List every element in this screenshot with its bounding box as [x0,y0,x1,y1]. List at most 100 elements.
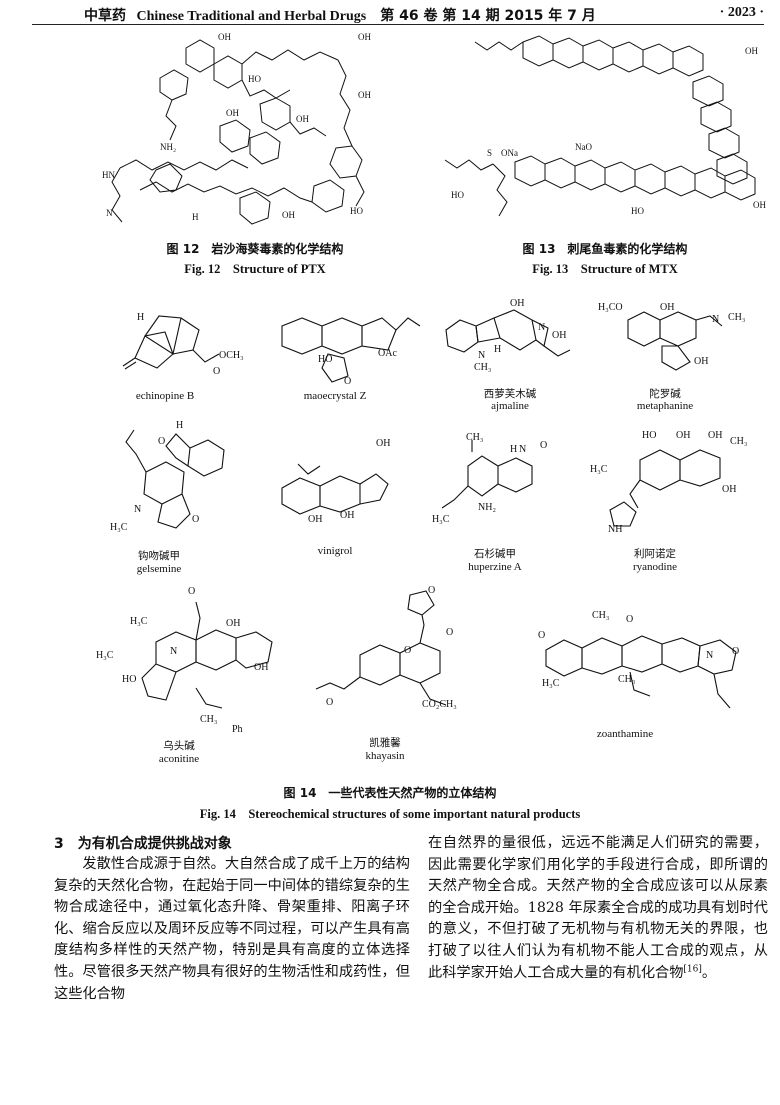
ptx-atom-label: HN [102,170,115,180]
mtx-atom-label: HO [631,206,644,216]
zoanthamine-atom: O [538,630,546,641]
molecule-name-en: huperzine A [468,561,522,573]
ptx-structure-drawing [111,39,365,225]
khayasin-atom: CO₂CH₃ [422,699,457,710]
header-rule [32,24,764,25]
mtx-atom-label: S [487,148,493,158]
molecule-name-en: maoecrystal Z [303,390,367,402]
molecule-name-en: gelsemine [136,563,182,575]
citation-ref: [16] [683,963,702,974]
aconitine-atom: O [188,586,196,597]
ryanodine-atom: HO [642,430,657,441]
ryanodine-atom: OH [676,430,691,441]
ajmaline-drawing [445,309,571,357]
molecule-huperzine-a: CH₃ H N O NH₂ H₃C [432,432,562,534]
ajmaline-atom: OH [510,298,525,309]
body-column-left: 发散性合成源于自然。大自然合成了成千上万的结构复杂的天然化合物，在起始于同一中间… [54,854,410,1005]
aconitine-atom: H₃C [96,650,114,661]
figure-14-caption-en: Fig. 14 Stereochemical structures of som… [199,807,581,821]
vinigrol-atom: OH [376,438,391,449]
ryanodine-atom: OH [722,484,737,495]
ptx-atom-label: HO [350,206,363,216]
mtx-atom-label: HO [451,190,464,200]
molecule-name-en: metaphanine [636,400,694,412]
maoecrystal-z-atom: HO [318,354,333,365]
aconitine-drawing [141,601,273,709]
metaphanine-drawing [627,311,723,371]
huperzine-a-atom: NH₂ [478,502,496,513]
molecule-name-en: zoanthamine [596,728,654,740]
figure-13-caption-zh: 图 13 刺尾鱼毒素的化学结构 [522,242,688,256]
ajmaline-atom: N [478,350,486,361]
echinopine-b-atom: O [213,366,221,377]
ptx-atom-label: OH [296,114,309,124]
ryanodine-atom: H₃C [590,464,608,475]
ajmaline-atom: CH₃ [474,362,492,373]
ptx-atom-label: HO [248,74,261,84]
molecule-gelsemine: H O N H₃C O [106,418,246,538]
echinopine-b-atom: H [137,312,145,323]
echinopine-b-atom: OCH₃ [219,350,244,361]
body-column-right: 在自然界的量很低，远远不能满足人们研究的需要，因此需要化学家们用化学的手段进行合… [428,833,768,984]
maoecrystal-z-atom: OAc [378,348,397,359]
khayasin-atom: O [404,645,412,656]
issue-info: 第 46 卷 第 14 期 2015 年 7 月 [380,8,596,24]
metaphanine-atom: OH [660,302,675,313]
khayasin-atom: O [326,697,334,708]
gelsemine-atom: H₃C [110,522,128,533]
ryanodine-drawing [609,449,721,527]
vinigrol-atom: OH [340,510,355,521]
zoanthamine-atom: H₃C [542,678,560,689]
molecule-name-zh: 西萝芙木碱 [483,388,537,400]
ajmaline-atom: OH [552,330,567,341]
page-number: · 2023 · [719,5,764,20]
molecule-metaphanine: H₃CO OH N CH₃ OH [598,296,758,376]
aconitine-atom: HO [122,674,137,685]
molecule-name-en: aconitine [158,753,200,765]
huperzine-a-atom: O [540,440,548,451]
molecule-name-en: echinopine B [135,390,195,402]
zoanthamine-atom: CH₃ [592,610,610,621]
huperzine-a-atom: H [510,444,518,455]
aconitine-atom: Ph [232,724,243,735]
molecule-vinigrol: OH OH OH [268,438,408,528]
molecule-ajmaline: OH N OH N H CH₃ [440,296,580,376]
vinigrol-drawing [281,463,389,515]
molecule-name-en: ajmaline [491,400,529,412]
molecule-echinopine-b: H O OCH₃ [115,296,245,386]
gelsemine-atom: N [134,504,142,515]
mtx-atom-label: OH [753,200,766,210]
mtx-atom-label: ONa [501,148,518,158]
body-paragraph-right-end: 。 [701,964,717,981]
aconitine-atom: H₃C [130,616,148,627]
khayasin-drawing [315,590,447,706]
molecule-name-zh: 乌头碱 [163,740,195,752]
huperzine-a-atom: N [519,444,527,455]
molecule-zoanthamine: CH₃ O O H₃C CH₃ N O [530,610,760,720]
echinopine-b-drawing [122,315,220,370]
molecule-name-en: ryanodine [633,561,677,573]
zoanthamine-atom: O [732,646,740,657]
molecule-name-en: khayasin [365,750,405,762]
mtx-structure-drawing [444,35,756,217]
gelsemine-atom: O [158,436,166,447]
figure-13-caption-en: Fig. 13 Structure of MTX [532,262,678,276]
molecule-khayasin: O O O O CO₂CH₃ [300,585,490,725]
figure-12-structure: OH HO NH₂ HN N H OH OH HO OH OH OH [100,30,390,230]
zoanthamine-atom: N [706,650,714,661]
ptx-atom-label: OH [358,90,371,100]
khayasin-atom: O [446,627,454,638]
ptx-atom-label: OH [358,32,371,42]
metaphanine-atom: N [712,314,720,325]
maoecrystal-z-drawing [281,317,421,383]
figure-14-caption-zh: 图 14 一些代表性天然产物的立体结构 [283,786,497,800]
mtx-atom-label: OH [745,46,758,56]
maoecrystal-z-atom: O [344,376,352,387]
ajmaline-atom: N [538,322,546,333]
aconitine-atom: N [170,646,178,657]
vinigrol-atom: OH [308,514,323,525]
molecule-aconitine: O H₃C H₃C N OH OH HO CH₃ Ph [96,586,296,738]
aconitine-atom: CH₃ [200,714,218,725]
figure-12-caption-en: Fig. 12 Structure of PTX [184,262,326,276]
ptx-atom-label: H [192,212,199,222]
